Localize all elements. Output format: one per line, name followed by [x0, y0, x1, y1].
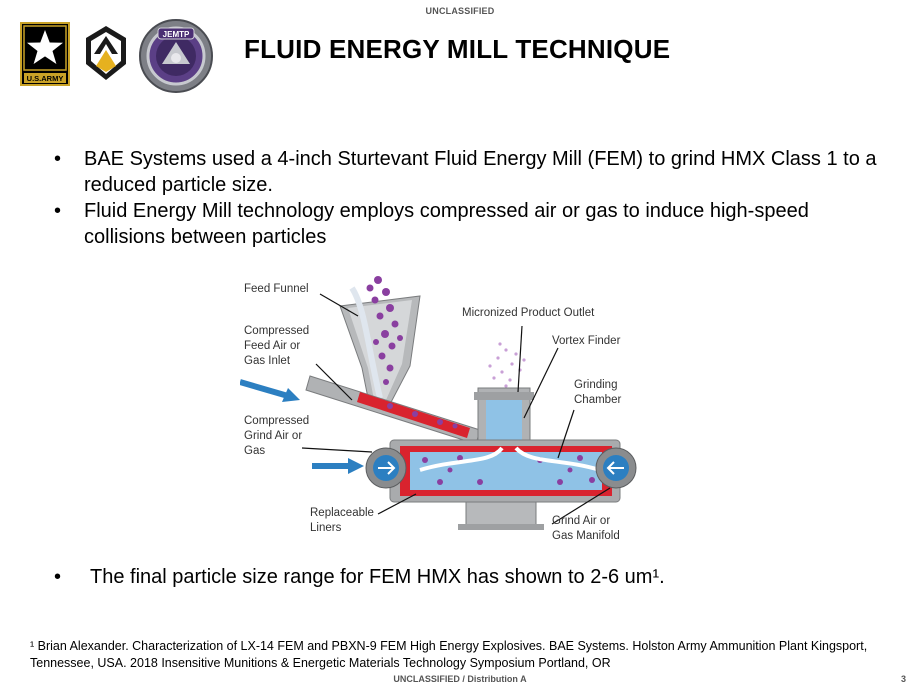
army-star-logo: U.S.ARMY — [20, 22, 70, 86]
label-gas-manifold: Grind Air or Gas Manifold — [552, 515, 620, 542]
label-grinding-chamber: Grinding Chamber — [574, 379, 622, 406]
mill-illustration — [239, 276, 637, 530]
army-logo-text: U.S.ARMY — [27, 74, 64, 83]
bullet-symbol: • — [54, 200, 62, 222]
label-feed-air-inlet: Compressed Feed Air or Gas Inlet — [244, 325, 310, 367]
page-number: 3 — [900, 674, 906, 684]
jemtp-logo-text: JEMTP — [163, 30, 190, 39]
bullet-list: • BAE Systems used a 4-inch Sturtevant F… — [54, 146, 884, 250]
slide-title: FLUID ENERGY MILL TECHNIQUE — [244, 34, 671, 64]
feed-particles — [366, 276, 403, 385]
bullet-text: BAE Systems used a 4-inch Sturtevant Flu… — [84, 148, 877, 196]
final-bullet: • The final particle size range for FEM H… — [54, 564, 665, 590]
bullet-item: • Fluid Energy Mill technology employs c… — [54, 198, 884, 250]
label-vortex-finder: Vortex Finder — [552, 335, 621, 347]
jemtp-seal-logo: JEMTP — [139, 19, 213, 93]
bottom-classification-banner: UNCLASSIFIED / Distribution A — [393, 674, 527, 684]
label-product-outlet: Micronized Product Outlet — [462, 307, 595, 319]
bullet-symbol: • — [54, 148, 62, 170]
footnote: ¹ Brian Alexander. Characterization of L… — [30, 639, 868, 670]
label-grind-air: Compressed Grind Air or Gas — [244, 415, 310, 457]
bullet-text: Fluid Energy Mill technology employs com… — [84, 200, 809, 248]
label-feed-funnel: Feed Funnel — [244, 283, 309, 295]
bullet-item: • BAE Systems used a 4-inch Sturtevant F… — [54, 146, 884, 198]
ccdc-chevron-logo — [86, 26, 126, 80]
fluid-energy-mill-diagram: Feed Funnel Compressed Feed Air or Gas I… — [239, 268, 640, 550]
final-bullet-text: The final particle size range for FEM HM… — [90, 566, 665, 588]
bullet-symbol: • — [54, 566, 62, 588]
label-replaceable-liners: Replaceable Liners — [310, 507, 374, 534]
top-classification-banner: UNCLASSIFIED — [425, 6, 495, 16]
